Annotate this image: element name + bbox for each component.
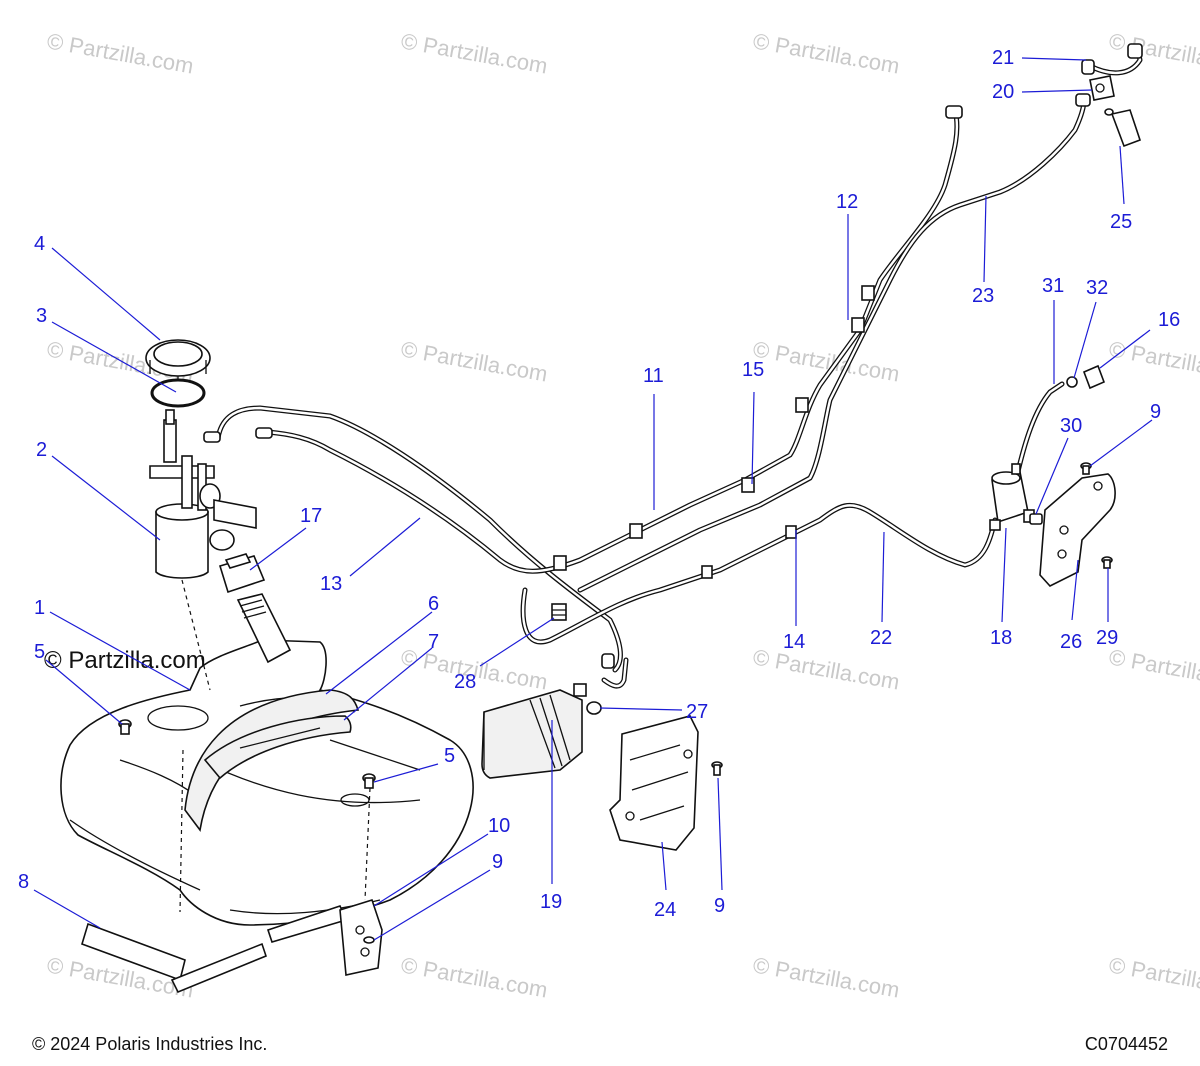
hose-fitting-30[interactable]: [1029, 513, 1043, 525]
vent-cap-16[interactable]: [1082, 364, 1106, 390]
vent-filter[interactable]: [989, 463, 1035, 531]
fuel-line-21[interactable]: [1087, 47, 1143, 76]
callout-32: 32: [1086, 277, 1108, 299]
callout-31: 31: [1042, 275, 1064, 297]
bolt-5[interactable]: [362, 773, 376, 789]
fuel-tank[interactable]: [60, 639, 474, 926]
callout-17: 17: [300, 505, 322, 527]
callout-26: 26: [1060, 631, 1082, 653]
vent-hose-31[interactable]: [1013, 381, 1065, 483]
callout-5: 5: [34, 641, 45, 663]
diagram-code: C0704452: [1084, 1034, 1168, 1054]
callout-18: 18: [990, 627, 1012, 649]
watermark-text: © Partzilla.com: [399, 28, 549, 78]
screw-9[interactable]: [711, 761, 723, 776]
line-clips[interactable]: [553, 285, 875, 579]
callout-10: 10: [488, 815, 510, 837]
watermark-text: © Partzilla.com: [45, 28, 195, 78]
watermark-text: © Partzilla.com: [751, 952, 901, 1002]
watermark-text: © Partzilla.com: [399, 336, 549, 386]
callout-25: 25: [1110, 211, 1132, 233]
callout-21: 21: [992, 47, 1014, 69]
tank-pads[interactable]: [81, 905, 348, 994]
tank-strap-7[interactable]: [203, 715, 352, 780]
watermark-text: © Partzilla.com: [751, 28, 901, 78]
filler-neck[interactable]: [236, 593, 292, 664]
callout-6: 6: [428, 593, 439, 615]
clip-25[interactable]: [1104, 108, 1142, 148]
callout-11: 11: [643, 365, 664, 387]
fuel-line-11[interactable]: [265, 107, 960, 574]
screw-9[interactable]: [363, 936, 375, 944]
canister-hose[interactable]: [586, 653, 629, 715]
callout-1: 1: [34, 597, 45, 619]
callout-16: 16: [1158, 309, 1180, 331]
lock-ring[interactable]: [145, 339, 211, 380]
filter-bracket[interactable]: [1039, 473, 1116, 587]
watermark-text: © Partzilla.com: [1107, 336, 1200, 386]
callout-labels: 1 2 3 4 5 5 6 7 8 9 9 9 10 11 12 13 14 1…: [18, 47, 1180, 921]
watermark-text: © Partzilla.com: [751, 644, 901, 694]
evap-canister[interactable]: [481, 683, 587, 779]
check-valve[interactable]: [1089, 75, 1115, 101]
copyright-notice: © 2024 Polaris Industries Inc.: [32, 1034, 268, 1054]
callout-8: 8: [18, 871, 29, 893]
callout-9: 9: [492, 851, 503, 873]
tank-bracket[interactable]: [339, 899, 383, 976]
bolt-5[interactable]: [118, 719, 132, 735]
callout-14: 14: [783, 631, 805, 653]
fuel-line-23[interactable]: [577, 97, 1087, 593]
callout-12: 12: [836, 191, 858, 213]
callout-20: 20: [992, 81, 1014, 103]
fuel-line-13[interactable]: [215, 405, 623, 673]
callout-29: 29: [1096, 627, 1118, 649]
callout-9: 9: [1150, 401, 1161, 423]
watermark-prominent: © Partzilla.com: [44, 647, 206, 674]
screw-29[interactable]: [1101, 556, 1113, 569]
callout-4: 4: [34, 233, 45, 255]
hose-fitting-32[interactable]: [1066, 376, 1078, 388]
line-connector[interactable]: [551, 603, 567, 621]
sender-sensor[interactable]: [218, 553, 266, 594]
callout-7: 7: [428, 631, 439, 653]
callout-24: 24: [654, 899, 676, 921]
callout-28: 28: [454, 671, 476, 693]
callout-27: 27: [686, 701, 708, 723]
callout-leaders: [33, 57, 1153, 941]
callout-15: 15: [742, 359, 764, 381]
callout-13: 13: [320, 573, 342, 595]
watermark-text: © Partzilla.com: [1107, 644, 1200, 694]
callout-23: 23: [972, 285, 994, 307]
callout-22: 22: [870, 627, 892, 649]
fuel-pump-assembly[interactable]: [149, 409, 257, 579]
vent-line-22[interactable]: [520, 502, 998, 645]
callout-9: 9: [714, 895, 725, 917]
callout-30: 30: [1060, 415, 1082, 437]
screw-9[interactable]: [1080, 462, 1092, 475]
watermark-text: © Partzilla.com: [1107, 952, 1200, 1002]
canister-bracket[interactable]: [609, 715, 699, 851]
callout-19: 19: [540, 891, 562, 913]
callout-3: 3: [36, 305, 47, 327]
callout-5: 5: [444, 745, 455, 767]
callout-2: 2: [36, 439, 47, 461]
watermark-text: © Partzilla.com: [399, 952, 549, 1002]
